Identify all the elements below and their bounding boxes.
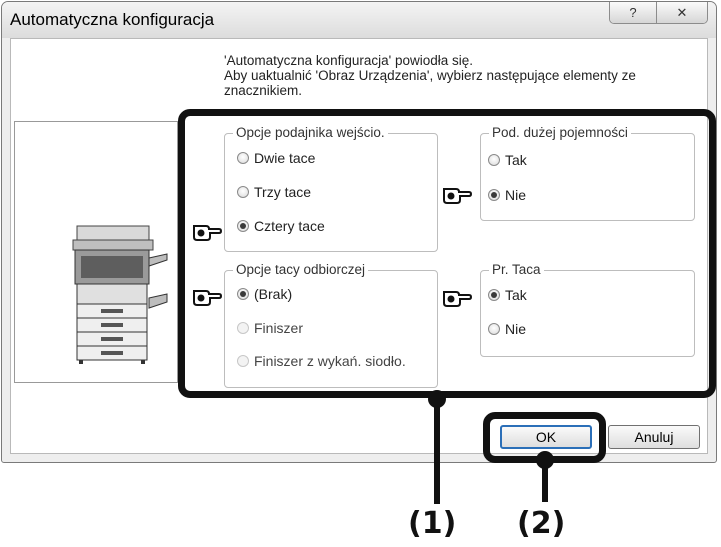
window-title: Automatyczna konfiguracja: [10, 10, 215, 29]
pointing-hand-icon: [443, 188, 472, 204]
high-capacity-option-yes[interactable]: Tak: [488, 152, 527, 168]
input-tray-group: Opcje podajnika wejścio. Dwie tace Trzy …: [224, 125, 438, 252]
title-bar: Automatyczna konfiguracja ? ✕: [2, 2, 716, 38]
input-tray-option-two[interactable]: Dwie tace: [237, 150, 315, 166]
right-tray-option-yes[interactable]: Tak: [488, 287, 527, 303]
status-message: 'Automatyczna konfiguracja' powiodła się…: [224, 53, 694, 98]
radio-label: Tak: [505, 287, 527, 303]
radio-label: Cztery tace: [254, 218, 325, 234]
pointing-hand-icon: [193, 225, 222, 241]
radio-icon: [237, 152, 249, 164]
input-tray-option-four[interactable]: Cztery tace: [237, 218, 325, 234]
callout-1-label: (1): [408, 506, 457, 541]
help-icon: ?: [629, 5, 637, 20]
message-line-2: Aby uaktualnić 'Obraz Urządzenia', wybie…: [224, 68, 636, 83]
output-tray-group-title: Opcje tacy odbiorczej: [233, 262, 369, 277]
input-tray-option-three[interactable]: Trzy tace: [237, 184, 311, 200]
high-capacity-group-title: Pod. dużej pojemności: [489, 125, 631, 140]
right-tray-option-no[interactable]: Nie: [488, 321, 526, 337]
radio-label: Finiszer z wykań. siodło.: [254, 353, 406, 369]
callout-2-connector: [542, 458, 548, 502]
callout-1-connector-dot: [428, 390, 446, 408]
high-capacity-group: Pod. dużej pojemności Tak Nie: [480, 125, 695, 221]
radio-label: Nie: [505, 321, 527, 337]
help-button[interactable]: ?: [610, 2, 656, 23]
callout-2-connector-dot: [536, 451, 554, 469]
output-tray-option-saddle-finisher[interactable]: Finiszer z wykań. siodło.: [237, 353, 406, 369]
cancel-button[interactable]: Anuluj: [608, 425, 700, 449]
radio-selected-icon: [237, 288, 249, 300]
radio-icon: [237, 186, 249, 198]
radio-icon: [237, 322, 249, 334]
printer-illustration: [72, 225, 168, 364]
radio-label: Tak: [505, 152, 527, 168]
high-capacity-option-no[interactable]: Nie: [488, 187, 526, 203]
radio-label: (Brak): [254, 286, 293, 302]
radio-label: Dwie tace: [254, 150, 316, 166]
right-tray-group-title: Pr. Taca: [489, 262, 544, 277]
pointing-hand-icon: [193, 290, 222, 306]
close-button[interactable]: ✕: [656, 2, 707, 23]
radio-selected-icon: [488, 189, 500, 201]
radio-icon: [237, 355, 249, 367]
callout-1-connector: [434, 396, 440, 504]
message-line-1: 'Automatyczna konfiguracja' powiodła się…: [224, 53, 474, 68]
callout-2-label: (2): [517, 506, 566, 541]
radio-icon: [488, 154, 500, 166]
radio-label: Finiszer: [254, 320, 304, 336]
right-tray-group: Pr. Taca Tak Nie: [480, 262, 695, 357]
output-tray-option-none[interactable]: (Brak): [237, 286, 292, 302]
output-tray-option-finisher[interactable]: Finiszer: [237, 320, 303, 336]
radio-selected-icon: [237, 220, 249, 232]
radio-selected-icon: [488, 289, 500, 301]
radio-label: Nie: [505, 187, 527, 203]
radio-icon: [488, 323, 500, 335]
message-line-3: znacznikiem.: [224, 83, 303, 98]
output-tray-group: Opcje tacy odbiorczej (Brak) Finiszer Fi…: [224, 262, 438, 388]
device-image-panel: [14, 121, 178, 383]
callout-1-highlight: [178, 109, 716, 398]
input-tray-group-title: Opcje podajnika wejścio.: [233, 125, 388, 140]
title-bar-buttons: ? ✕: [609, 2, 708, 24]
pointing-hand-icon: [443, 291, 472, 307]
close-icon: ✕: [676, 4, 688, 20]
radio-label: Trzy tace: [254, 184, 312, 200]
ok-button[interactable]: OK: [500, 425, 592, 449]
